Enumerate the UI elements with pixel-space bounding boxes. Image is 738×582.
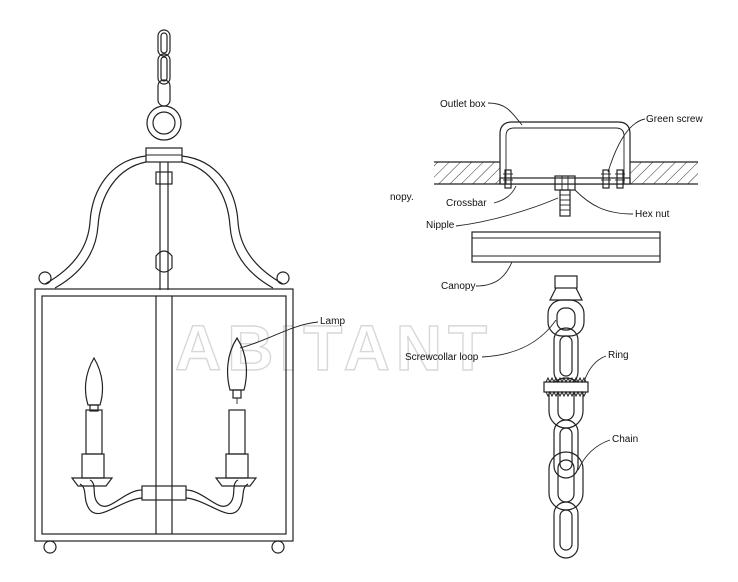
lamp-leader-line	[239, 321, 319, 349]
candle-left	[85, 409, 103, 455]
candle-arm-right	[185, 479, 239, 507]
leader-outlet-box	[487, 102, 523, 126]
label-hex-nut: Hex nut	[635, 209, 670, 220]
mounting-screws	[503, 169, 625, 189]
lantern-loop-ring	[146, 105, 182, 141]
lantern-left-arm	[44, 155, 147, 285]
foot-right	[271, 540, 285, 554]
watermark-text: ABITANT	[175, 312, 493, 384]
nipple	[559, 189, 571, 217]
label-crossbar: Crossbar	[446, 198, 487, 209]
leader-ring	[583, 355, 607, 383]
label-lamp: Lamp	[320, 316, 345, 327]
candle-hub	[141, 485, 187, 501]
finial-top-left	[38, 271, 52, 285]
leader-hex-nut	[574, 189, 634, 215]
candle-right	[228, 409, 246, 455]
label-outlet-box: Outlet box	[440, 99, 486, 110]
crossbar	[499, 177, 631, 185]
label-nipple: Nipple	[426, 220, 455, 231]
chain-links	[548, 327, 584, 559]
ring	[543, 376, 589, 398]
candle-arm-left	[89, 479, 143, 507]
leader-crossbar	[493, 185, 517, 204]
lantern-fixture	[34, 29, 294, 554]
leader-nipple	[455, 197, 559, 227]
label-chain: Chain	[612, 434, 638, 445]
bulb-left	[84, 356, 104, 406]
lantern-right-arm	[181, 155, 284, 285]
leader-chain	[577, 439, 611, 471]
screwcollar-loop	[547, 275, 585, 337]
label-canopy-partial: nopy.	[390, 192, 414, 203]
lantern-chain	[157, 29, 171, 107]
finial-top-right	[276, 271, 290, 285]
label-screwcollar-loop: Screwcollar loop	[405, 352, 479, 363]
label-green-screw: Green screw	[646, 114, 703, 125]
foot-left	[43, 540, 57, 554]
canopy	[471, 231, 661, 263]
ceiling-assembly	[434, 121, 698, 217]
label-canopy: Canopy	[441, 281, 475, 292]
leader-screwcollar-loop	[481, 319, 557, 358]
label-ring: Ring	[608, 350, 629, 361]
leader-green-screw	[607, 118, 646, 173]
lantern-frame	[34, 288, 294, 542]
leader-canopy	[475, 261, 513, 287]
